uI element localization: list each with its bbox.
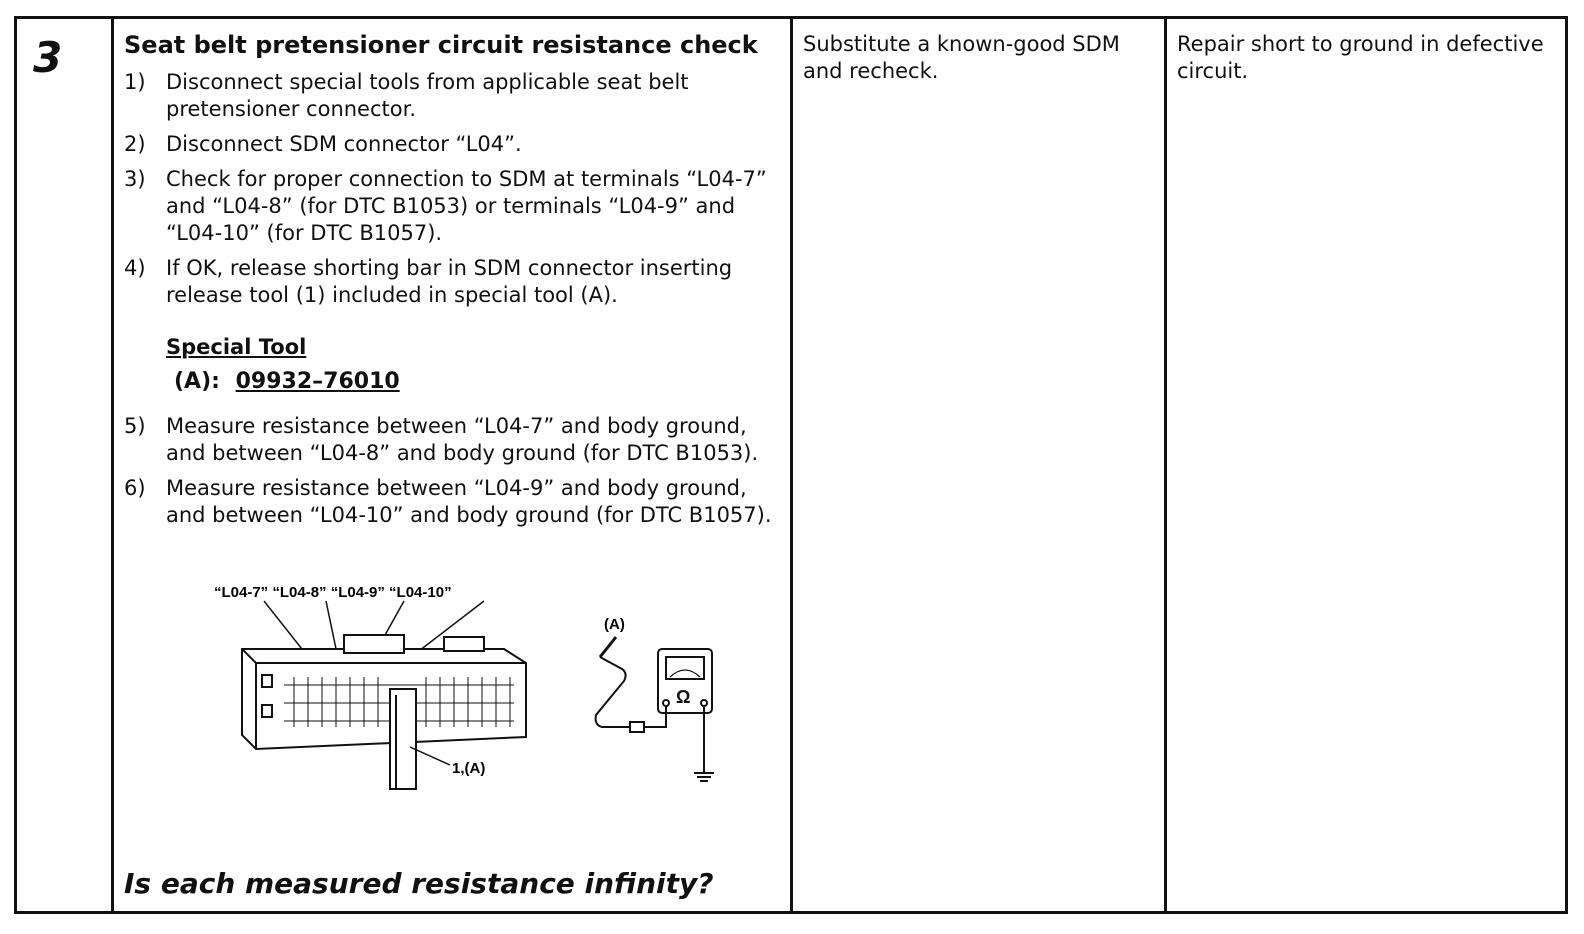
list-item: 4) If OK, release shorting bar in SDM co… (124, 255, 784, 309)
action-cell: Seat belt pretensioner circuit resistanc… (114, 19, 793, 911)
item-number: 5) (124, 414, 146, 438)
no-result-cell: Repair short to ground in defective circ… (1167, 19, 1565, 911)
no-result-text: Repair short to ground in defective circ… (1177, 32, 1544, 83)
check-question: Is each measured resistance infinity? (124, 867, 714, 900)
special-tool-label: (A): (174, 369, 220, 394)
special-tool-number: 09932–76010 (235, 369, 400, 394)
meter-label: (A) (604, 616, 625, 633)
item-text: Measure resistance between “L04-9” and b… (166, 476, 772, 527)
sdm-connector-drawing (241, 634, 527, 790)
item-text: Disconnect SDM connector “L04”. (166, 132, 522, 156)
item-text: If OK, release shorting bar in SDM conne… (166, 256, 733, 307)
item-text: Check for proper connection to SDM at te… (166, 167, 767, 245)
yes-result-text: Substitute a known-good SDM and recheck. (803, 32, 1120, 83)
item-text: Measure resistance between “L04-7” and b… (166, 414, 759, 465)
step-list-a: 1) Disconnect special tools from applica… (124, 69, 784, 317)
item-number: 2) (124, 132, 146, 156)
item-number: 6) (124, 476, 146, 500)
terminal-labels: “L04-7” “L04-8” “L04-9” “L04-10” (214, 584, 452, 601)
step-title: Seat belt pretensioner circuit resistanc… (124, 31, 758, 59)
list-item: 1) Disconnect special tools from applica… (124, 69, 784, 123)
tool-label: 1,(A) (452, 760, 485, 777)
list-item: 3) Check for proper connection to SDM at… (124, 166, 784, 247)
list-item: 5) Measure resistance between “L04-7” an… (124, 413, 784, 467)
step-list-b: 5) Measure resistance between “L04-7” an… (124, 413, 784, 537)
item-number: 4) (124, 256, 146, 280)
step-number: 3 (33, 33, 63, 82)
ohmmeter-drawing: Ω (594, 636, 714, 782)
list-item: 6) Measure resistance between “L04-9” an… (124, 475, 784, 529)
item-number: 1) (124, 70, 146, 94)
item-number: 3) (124, 167, 146, 191)
svg-text:Ω: Ω (676, 687, 690, 707)
tool-leader-line (409, 746, 451, 766)
procedure-table: 3 Seat belt pretensioner circuit resista… (14, 16, 1568, 914)
connector-measurement-figure: “L04-7” “L04-8” “L04-9” “L04-10” (214, 584, 714, 790)
list-item: 2) Disconnect SDM connector “L04”. (124, 131, 784, 158)
item-text: Disconnect special tools from applicable… (166, 70, 689, 121)
special-tool-line: (A): 09932–76010 (174, 369, 400, 394)
special-tool-heading: Special Tool (166, 335, 307, 359)
step-cell: 3 (17, 19, 114, 911)
yes-result-cell: Substitute a known-good SDM and recheck. (793, 19, 1167, 911)
